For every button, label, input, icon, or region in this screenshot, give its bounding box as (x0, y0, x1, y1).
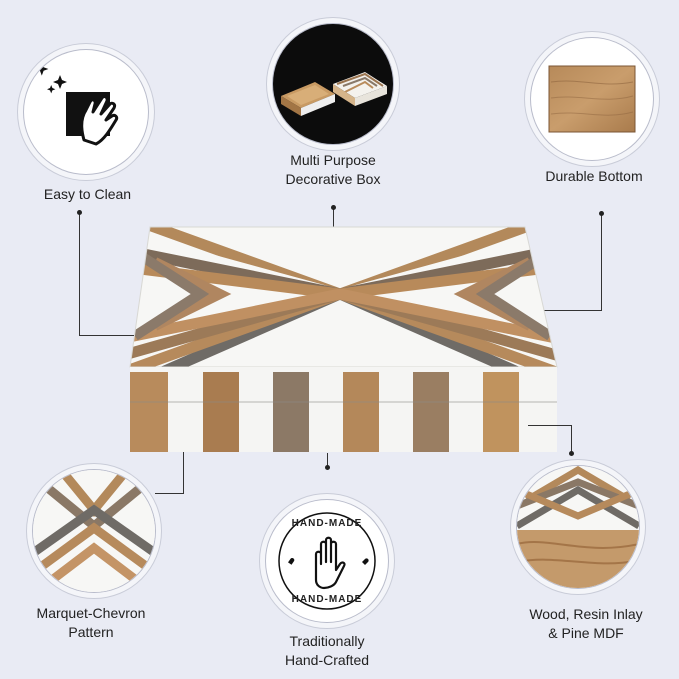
connector-line (333, 207, 334, 227)
connector-line (79, 335, 179, 336)
connector-line (571, 425, 572, 453)
marquet-label: Marquet-Chevron Pattern (16, 604, 166, 642)
materials-label: Wood, Resin Inlay & Pine MDF (506, 605, 666, 643)
easy-clean-circle (24, 50, 148, 174)
materials-cross-section-photo (517, 466, 639, 588)
handcrafted-line2: Hand-Crafted (284, 652, 370, 668)
materials-line1: Wood, Resin Inlay (529, 606, 643, 622)
marquet-chevron-circle (33, 470, 155, 592)
handcrafted-line1: Traditionally (289, 633, 365, 649)
handcrafted-label: Traditionally Hand-Crafted (252, 632, 402, 670)
connector-line (79, 212, 80, 336)
connector-line (183, 452, 184, 494)
wood-bottom-photo (548, 65, 636, 133)
connector-dot (569, 451, 574, 456)
materials-circle (517, 466, 639, 588)
cleaning-cloth-icon (35, 62, 119, 146)
multi-purpose-line1: Multi Purpose (290, 152, 376, 168)
marquet-line1: Marquet-Chevron (36, 605, 146, 621)
open-box-photo (281, 72, 387, 116)
hand-icon (314, 536, 346, 590)
durable-bottom-circle (531, 38, 653, 160)
multi-purpose-line2: Decorative Box (285, 171, 381, 187)
connector-line (327, 453, 328, 467)
durable-bottom-label: Durable Bottom (545, 168, 643, 184)
connector-line (155, 493, 184, 494)
connector-line (601, 213, 602, 310)
multi-purpose-label: Multi Purpose Decorative Box (258, 151, 408, 189)
chevron-pattern-photo (33, 470, 155, 592)
handcrafted-circle: HAND-MADE HAND-MADE (266, 500, 388, 622)
decorative-box-image (129, 226, 558, 452)
badge-top-text: HAND-MADE (291, 518, 363, 529)
connector-dot (331, 205, 336, 210)
connector-line (516, 310, 602, 311)
materials-line2: & Pine MDF (548, 625, 624, 641)
multi-purpose-circle (273, 24, 393, 144)
connector-line (528, 425, 571, 426)
connector-dot (325, 465, 330, 470)
easy-clean-label: Easy to Clean (43, 186, 132, 202)
badge-bottom-text: HAND-MADE (291, 594, 363, 605)
connector-dot (599, 211, 604, 216)
handmade-badge (278, 512, 376, 610)
marquet-line2: Pattern (68, 624, 114, 640)
connector-dot (77, 210, 82, 215)
